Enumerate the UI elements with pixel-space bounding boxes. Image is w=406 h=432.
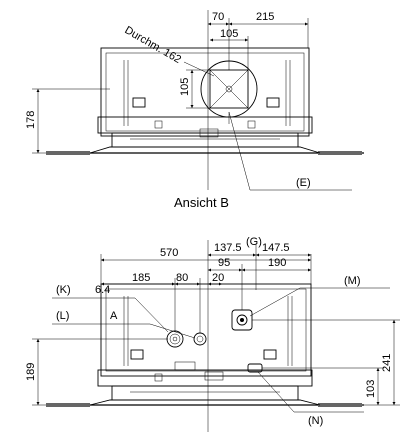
label-m: (M) xyxy=(344,275,361,287)
top-view: 70 215 105 Durchm. 162 105 178 (E) Ansic… xyxy=(25,10,364,210)
label-a: A xyxy=(110,310,118,322)
dim-570: 570 xyxy=(160,247,178,259)
dim-178: 178 xyxy=(25,111,37,129)
dim-241: 241 xyxy=(381,354,393,372)
dim-diameter: Durchm. 162 xyxy=(123,24,184,66)
dim-185: 185 xyxy=(132,272,150,284)
dim-137-5: 137.5 xyxy=(214,242,242,254)
label-n: (N) xyxy=(308,415,323,427)
dim-6-4: 6.4 xyxy=(95,284,110,296)
dim-20: 20 xyxy=(212,272,224,284)
dim-190: 190 xyxy=(268,257,286,269)
dim-80: 80 xyxy=(176,272,188,284)
dim-215: 215 xyxy=(256,11,274,23)
bottom-unit-body xyxy=(100,283,312,377)
dim-147-5: 147.5 xyxy=(262,242,290,254)
dim-105-top: 105 xyxy=(220,28,238,40)
label-e: (E) xyxy=(296,177,311,189)
dim-103: 103 xyxy=(365,380,377,398)
top-unit-body xyxy=(100,47,310,137)
dim-70: 70 xyxy=(212,11,224,23)
pipe-connection-gas xyxy=(193,332,207,346)
label-k: (K) xyxy=(56,284,71,296)
label-g: (G) xyxy=(246,236,262,248)
view-caption: Ansicht B xyxy=(174,195,229,210)
bottom-view: 570 (G) 137.5 147.5 95 190 185 80 20 (K)… xyxy=(25,236,400,432)
dim-189: 189 xyxy=(25,363,37,381)
dim-95: 95 xyxy=(218,257,230,269)
label-l: (L) xyxy=(56,310,69,322)
dim-105-side: 105 xyxy=(179,78,191,96)
